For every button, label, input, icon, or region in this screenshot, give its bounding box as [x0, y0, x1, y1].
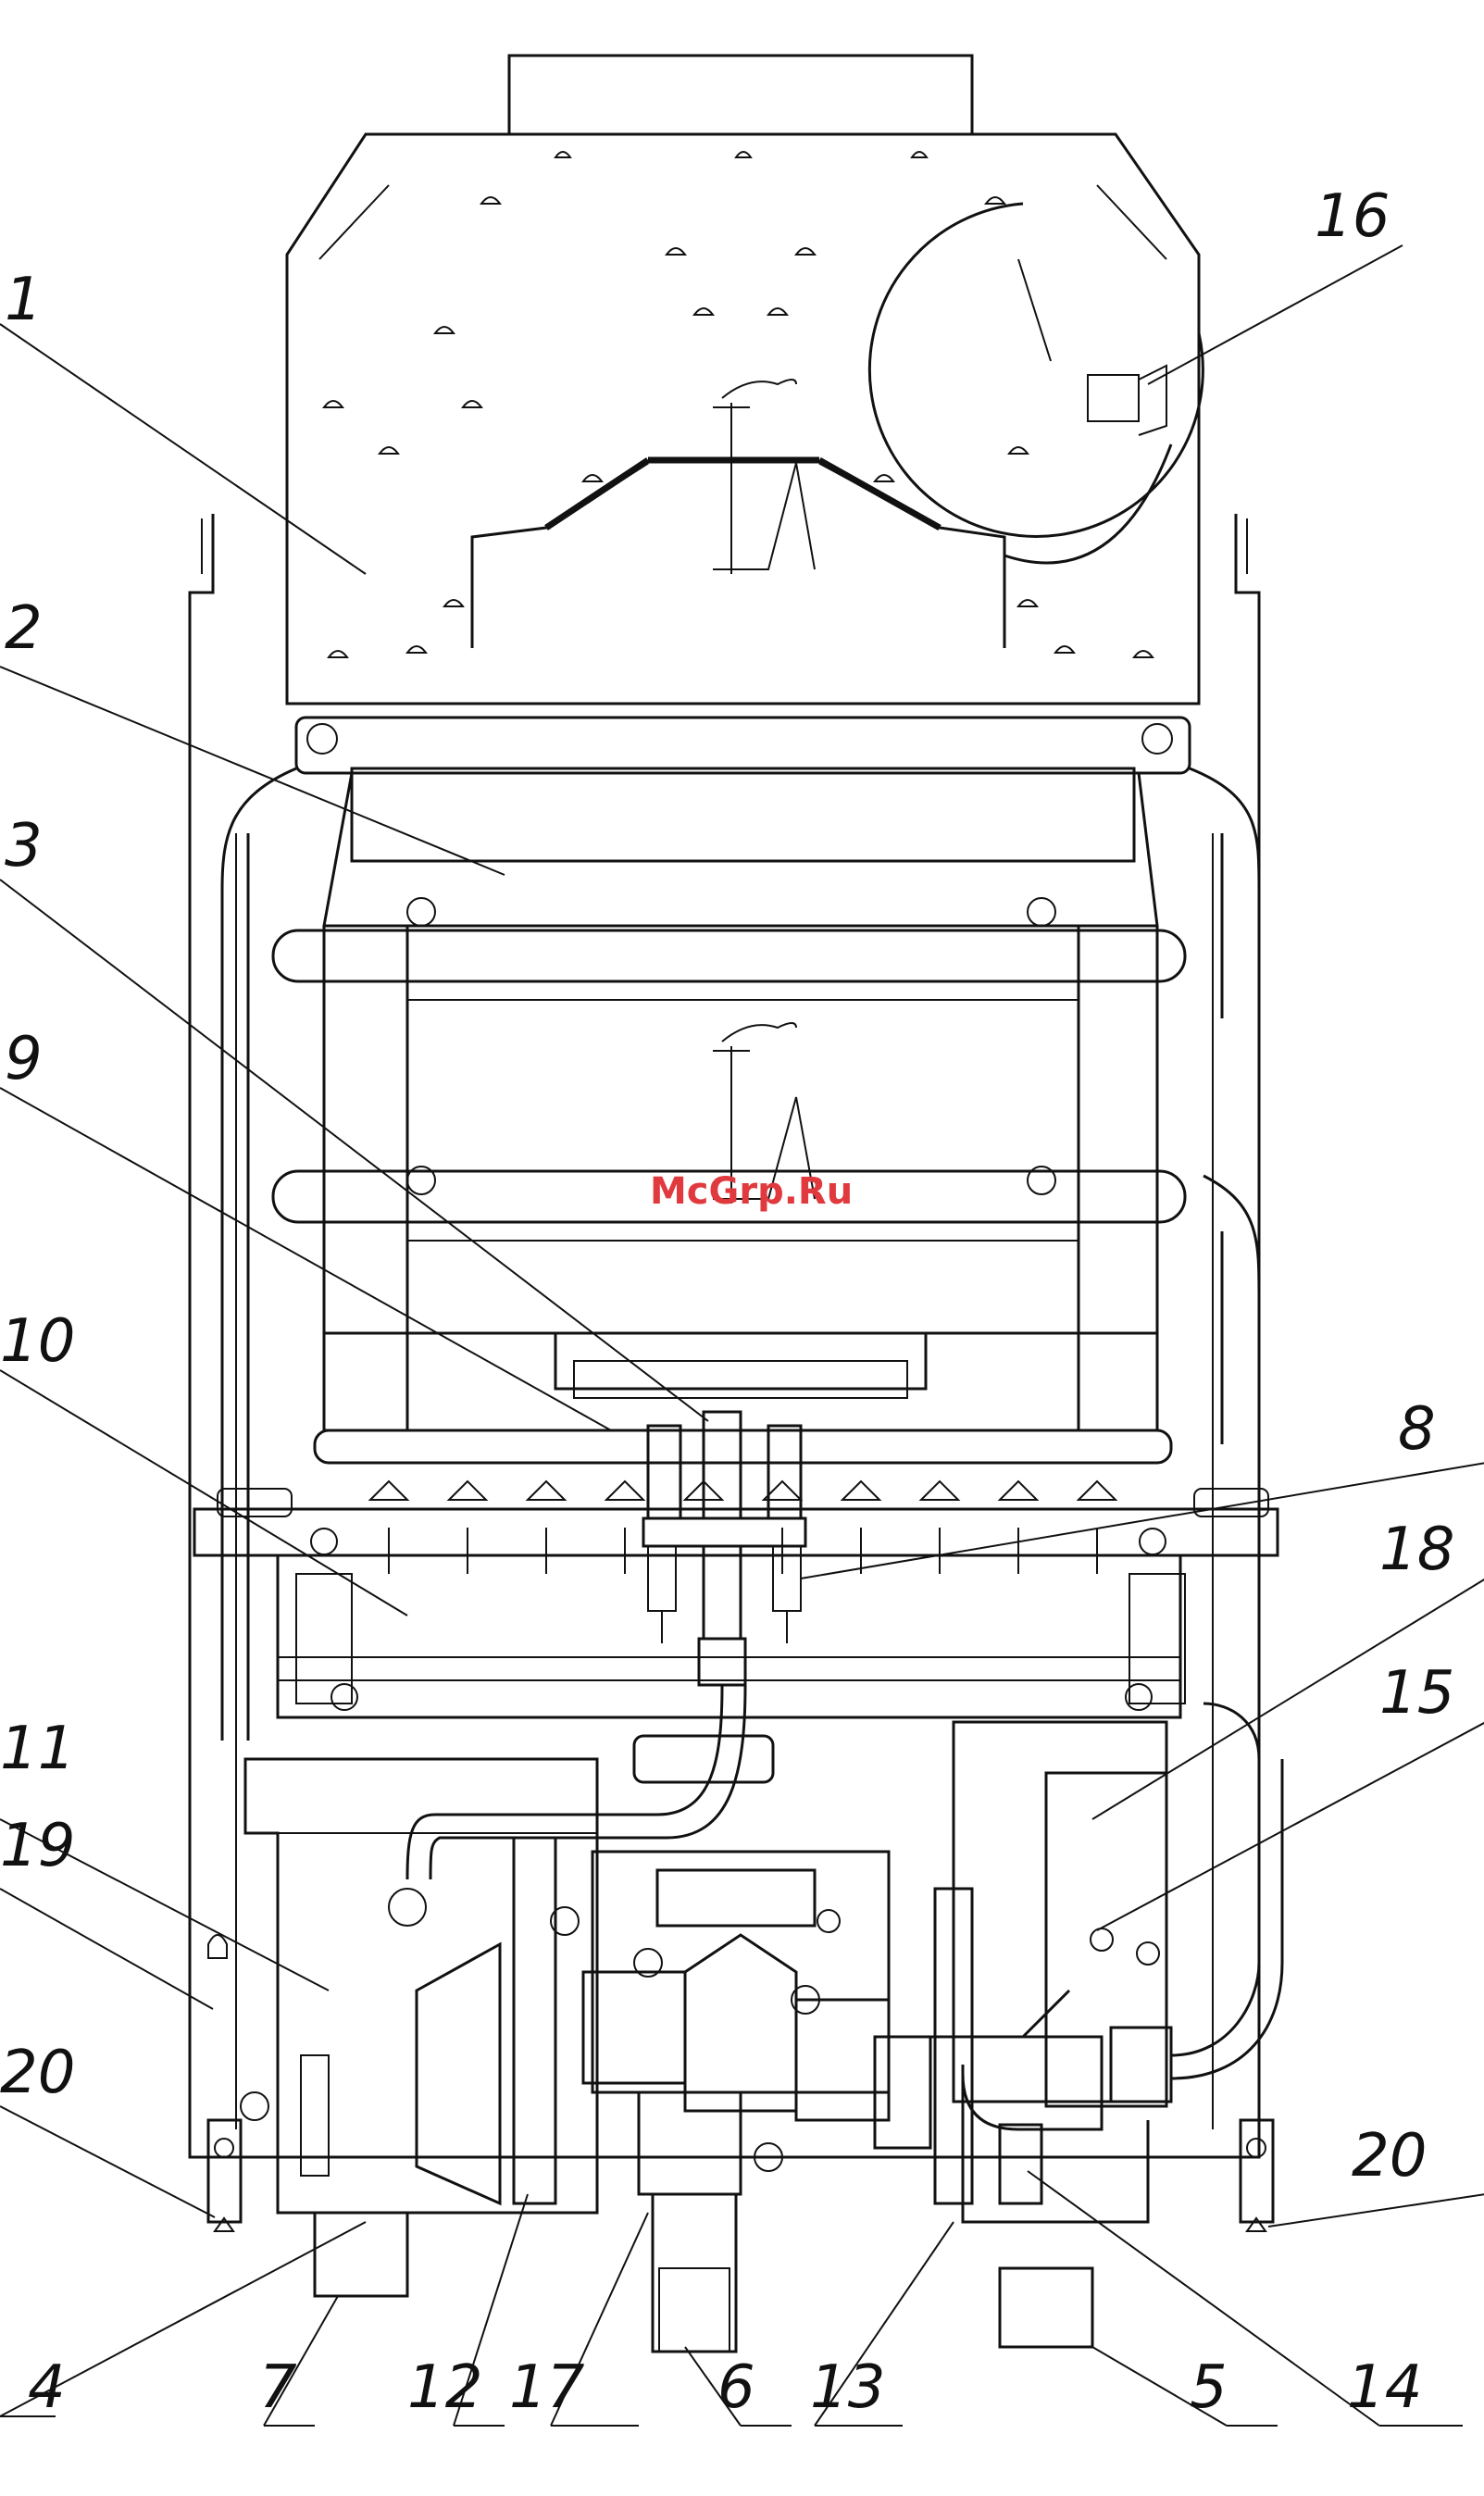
callout-8: 8 [1398, 1395, 1436, 1464]
callout-13: 13 [810, 2353, 885, 2422]
callout-6: 6 [717, 2353, 755, 2422]
callout-5: 5 [1190, 2353, 1228, 2422]
callout-12: 12 [407, 2353, 482, 2422]
callout-10: 10 [0, 1307, 75, 1376]
callout-16: 16 [1315, 182, 1390, 251]
brand-logo [713, 380, 815, 574]
callout-3: 3 [5, 812, 43, 880]
callout-17: 17 [509, 2353, 585, 2422]
gas-valve-assembly [208, 1685, 1282, 2352]
callout-15: 15 [1379, 1659, 1454, 1728]
callout-19: 19 [0, 1812, 75, 1880]
callout-14: 14 [1347, 2353, 1422, 2422]
callout-7: 7 [259, 2353, 297, 2422]
callout-1: 1 [5, 266, 43, 334]
callout-11: 11 [0, 1715, 75, 1783]
burner [194, 1412, 1278, 1717]
watermark: McGrp.Ru [650, 1170, 853, 1213]
callout-20-right: 20 [1352, 2122, 1427, 2190]
callout-9: 9 [5, 1025, 43, 1093]
draft-hood [287, 56, 1203, 704]
callout-20-left: 20 [0, 2039, 75, 2107]
callout-4: 4 [28, 2353, 66, 2422]
chassis-frame [190, 514, 1259, 2157]
callout-2: 2 [5, 594, 43, 663]
callout-18: 18 [1379, 1516, 1454, 1584]
